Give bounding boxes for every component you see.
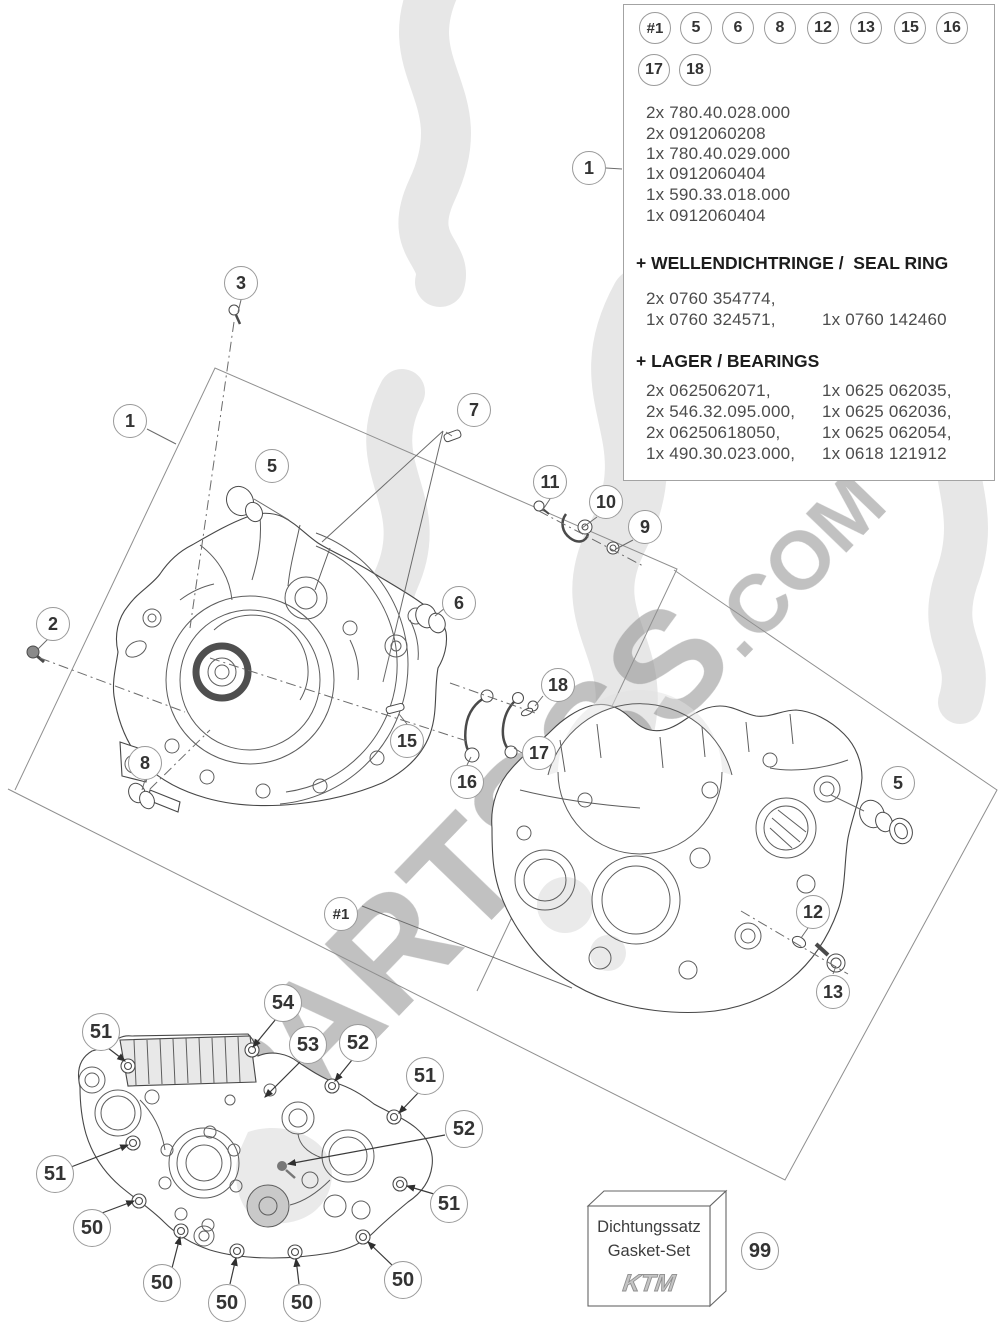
seal-ring-item: 1x 0760 142460 (822, 310, 947, 329)
seal-ring-item: 2x 0760 354774, (646, 289, 776, 308)
callout-balloon-99[interactable]: 99 (741, 1232, 779, 1270)
callout-balloon-5-left[interactable]: 5 (255, 449, 289, 483)
bearing-item: 2x 0625062071, (646, 381, 771, 400)
watermark-tld: .COM (689, 457, 903, 674)
callout-balloon-51[interactable]: 51 (82, 1013, 120, 1051)
callout-balloon-1-info[interactable]: 1 (572, 151, 606, 185)
callout-balloon-51[interactable]: 51 (36, 1155, 74, 1193)
screw-part-3 (228, 304, 240, 316)
callout-balloon-3[interactable]: 3 (224, 266, 258, 300)
bearing-item: 1x 490.30.023.000, (646, 444, 796, 463)
callout-balloon-50[interactable]: 50 (384, 1261, 422, 1299)
gasket-box-title-de: Dichtungssatz (597, 1218, 701, 1236)
seal-ring-header: + WELLENDICHTRINGE / SEAL RING (636, 253, 949, 273)
part-qty-line: 2x 780.40.028.000 (646, 103, 791, 122)
ref-balloon-5[interactable]: 5 (680, 12, 712, 44)
bearing-item: 2x 06250618050, (646, 423, 781, 442)
callout-balloon-16[interactable]: 16 (450, 765, 484, 799)
callout-balloon-50[interactable]: 50 (73, 1209, 111, 1247)
arrow-leaders (70, 1018, 446, 1285)
part-qty-line: 2x 0912060208 (646, 124, 766, 143)
callout-balloon-52[interactable]: 52 (445, 1110, 483, 1148)
callout-balloon-15[interactable]: 15 (390, 724, 424, 758)
ref-balloon-13[interactable]: 13 (850, 12, 882, 44)
callout-balloon-9[interactable]: 9 (628, 510, 662, 544)
bearings-header: + LAGER / BEARINGS (636, 351, 820, 371)
callout-balloon-54[interactable]: 54 (264, 984, 302, 1022)
ref-balloon-hash1[interactable]: #1 (639, 12, 671, 44)
gasket-box-title-en: Gasket-Set (607, 1242, 691, 1260)
callout-balloon-6[interactable]: 6 (442, 586, 476, 620)
ref-balloon-6[interactable]: 6 (722, 12, 754, 44)
callout-balloon-51[interactable]: 51 (406, 1057, 444, 1095)
bearing-item: 2x 546.32.095.000, (646, 402, 796, 421)
callout-balloon-17[interactable]: 17 (522, 736, 556, 770)
bottom-crankcase-view (77, 1033, 433, 1260)
callout-balloon-hash1[interactable]: #1 (324, 897, 358, 931)
ktm-logo: KTM (621, 1270, 678, 1298)
small-parts (26, 304, 913, 973)
ref-balloon-15[interactable]: 15 (894, 12, 926, 44)
plug-part-2 (26, 645, 40, 659)
callout-balloon-50[interactable]: 50 (283, 1284, 321, 1322)
pin-part-15 (385, 702, 405, 715)
callout-balloon-12[interactable]: 12 (796, 895, 830, 929)
pin-part-7 (443, 429, 462, 443)
callout-balloon-1[interactable]: 1 (113, 404, 147, 438)
callout-balloon-11[interactable]: 11 (533, 465, 567, 499)
callout-balloon-51[interactable]: 51 (430, 1185, 468, 1223)
ref-balloon-18[interactable]: 18 (679, 54, 711, 86)
part-qty-line: 1x 0912060404 (646, 164, 766, 183)
part-qty-line: 1x 0912060404 (646, 206, 766, 225)
callout-balloon-18[interactable]: 18 (541, 668, 575, 702)
gasket-set-box (586, 1189, 728, 1308)
bearing-item: 1x 0625 062035, (822, 381, 952, 400)
callout-balloon-50[interactable]: 50 (143, 1264, 181, 1302)
ref-balloon-12[interactable]: 12 (807, 12, 839, 44)
callout-balloon-52[interactable]: 52 (339, 1024, 377, 1062)
bearing-item: 1x 0625 062036, (822, 402, 952, 421)
callout-balloon-8[interactable]: 8 (128, 746, 162, 780)
callout-balloon-10[interactable]: 10 (589, 485, 623, 519)
part-qty-line: 1x 590.33.018.000 (646, 185, 791, 204)
bearing-item: 1x 0618 121912 (822, 444, 947, 463)
right-crankcase-half (491, 690, 863, 1014)
bracket-part-10 (561, 513, 590, 543)
callout-balloon-50[interactable]: 50 (208, 1284, 246, 1322)
seal-ring-item: 1x 0760 324571, (646, 310, 776, 329)
callout-balloon-2[interactable]: 2 (36, 607, 70, 641)
ref-balloon-16[interactable]: 16 (936, 12, 968, 44)
ref-balloon-8[interactable]: 8 (764, 12, 796, 44)
leader-lines (37, 167, 865, 989)
callout-balloon-13[interactable]: 13 (816, 975, 850, 1009)
bearing-item: 1x 0625 062054, (822, 423, 952, 442)
callout-balloon-5-right[interactable]: 5 (881, 766, 915, 800)
part-qty-line: 1x 780.40.029.000 (646, 144, 791, 163)
callout-balloon-53[interactable]: 53 (289, 1026, 327, 1064)
callout-balloon-7[interactable]: 7 (457, 393, 491, 427)
ref-balloon-17[interactable]: 17 (638, 54, 670, 86)
parts-info-box (623, 4, 995, 481)
